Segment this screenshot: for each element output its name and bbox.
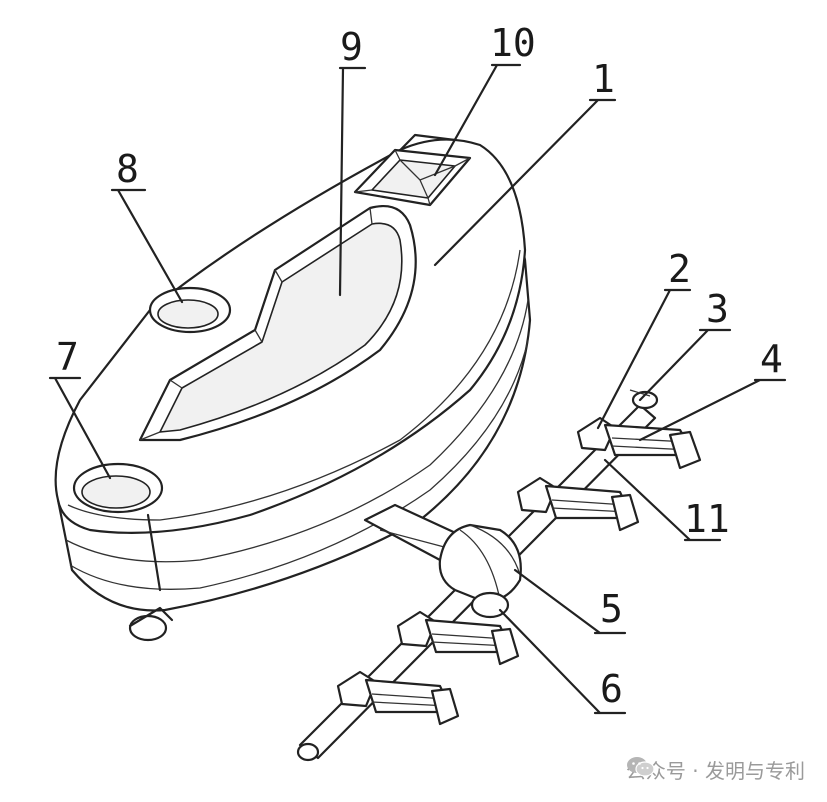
label-9: 9	[340, 25, 363, 69]
label-8: 8	[116, 147, 139, 191]
hole-8	[148, 286, 232, 334]
clip-lower-2	[336, 670, 460, 726]
shaft-end-cap	[296, 742, 320, 762]
clip-upper-1-tip	[668, 430, 702, 470]
clip-upper-1	[576, 416, 702, 470]
label-5: 5	[600, 587, 623, 631]
wechat-icon	[626, 757, 655, 777]
clip-lower-1-tip	[490, 627, 520, 666]
hub-6-collar	[470, 591, 510, 619]
leader-3	[638, 328, 732, 402]
leader-9	[338, 66, 367, 297]
leader-4	[638, 378, 787, 442]
foot-roller-edge	[128, 606, 174, 628]
clip-lower-2-tip	[430, 687, 460, 726]
body-rim	[67, 249, 521, 521]
hole-8-inner	[157, 299, 219, 329]
tray-9-floor	[159, 222, 403, 433]
foot-roller	[128, 614, 168, 642]
clip-lower-1	[396, 610, 520, 666]
body-band-line-1	[65, 299, 529, 563]
watermark-text: 公众号 · 发明与专利	[625, 759, 805, 783]
body-band-line-2	[69, 339, 529, 590]
clip-upper-2-tip	[610, 493, 640, 532]
label-2: 2	[668, 247, 691, 291]
support-arm-line	[379, 529, 449, 549]
label-11: 11	[684, 497, 730, 541]
body-seam	[146, 513, 162, 592]
label-6: 6	[600, 667, 623, 711]
leader-lines	[48, 63, 787, 715]
hole-7-inner	[81, 475, 151, 509]
watermark: 公众号 · 发明与专利	[626, 755, 805, 784]
shaft-top-end	[631, 390, 659, 410]
hub-5-lines	[459, 524, 521, 601]
label-4: 4	[760, 337, 783, 381]
leader-11	[603, 458, 722, 542]
leader-5	[513, 568, 627, 635]
hub-5-body	[438, 523, 522, 602]
label-10: 10	[490, 21, 536, 65]
socket-10-edges	[354, 149, 471, 206]
reference-numerals: 1 2 3 4 5 6 7 8 9 10 11	[56, 21, 783, 711]
leader-10	[433, 63, 522, 177]
leader-7	[48, 376, 112, 480]
label-1: 1	[592, 57, 615, 101]
clip-upper-2	[516, 476, 640, 532]
tray-9	[138, 204, 417, 442]
leader-1	[433, 98, 617, 267]
leader-6	[498, 608, 627, 715]
hub	[438, 523, 522, 619]
label-7: 7	[56, 335, 79, 379]
tray-9-edges	[139, 207, 373, 441]
leader-8	[110, 188, 184, 304]
shaft-top-line	[629, 389, 651, 397]
hole-7	[72, 462, 164, 514]
leader-2	[596, 288, 692, 430]
label-3: 3	[706, 287, 729, 331]
